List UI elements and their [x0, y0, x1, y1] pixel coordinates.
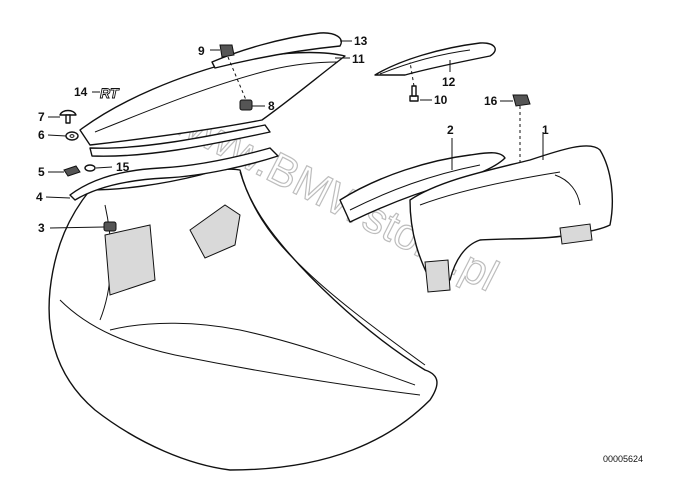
callout-7: 7	[38, 110, 45, 124]
emblem-14: RT	[100, 85, 121, 102]
callout-4: 4	[36, 190, 43, 204]
callout-5: 5	[38, 165, 45, 179]
clip-16	[512, 94, 531, 107]
callout-3: 3	[38, 221, 45, 235]
callout-8: 8	[268, 99, 275, 113]
emblem-text: RT	[100, 85, 120, 101]
main-fairing	[48, 168, 438, 471]
upper-fairing-11	[79, 51, 346, 146]
leader-lines	[45, 40, 544, 229]
side-fairing-1	[409, 145, 613, 293]
callout-12: 12	[442, 75, 456, 89]
callout-1: 1	[542, 123, 549, 137]
trim-strip-13	[211, 32, 342, 69]
washer-6	[65, 131, 79, 141]
callout-labels: 1 2 3 4 5 6 7 8 9 10 11 12 13 14 15 16	[36, 34, 549, 235]
callout-6: 6	[38, 128, 45, 142]
bolt-7	[59, 109, 77, 124]
drawing-number: 00005624	[603, 454, 643, 464]
side-panel-2	[339, 152, 506, 223]
callout-9: 9	[198, 44, 205, 58]
callout-13: 13	[354, 34, 368, 48]
clip-9	[219, 44, 235, 58]
callout-14: 14	[74, 85, 88, 99]
screw-10	[409, 85, 419, 102]
edge-seal-4	[69, 124, 279, 201]
callout-16: 16	[484, 94, 498, 108]
nut-5	[63, 165, 81, 177]
bracket-12	[374, 42, 496, 76]
callout-11: 11	[352, 52, 365, 66]
grommet-8	[239, 99, 253, 111]
callout-2: 2	[447, 123, 454, 137]
grommet-3	[103, 221, 117, 232]
callout-10: 10	[434, 93, 448, 107]
washer-15	[84, 164, 96, 172]
callout-15: 15	[116, 160, 130, 174]
